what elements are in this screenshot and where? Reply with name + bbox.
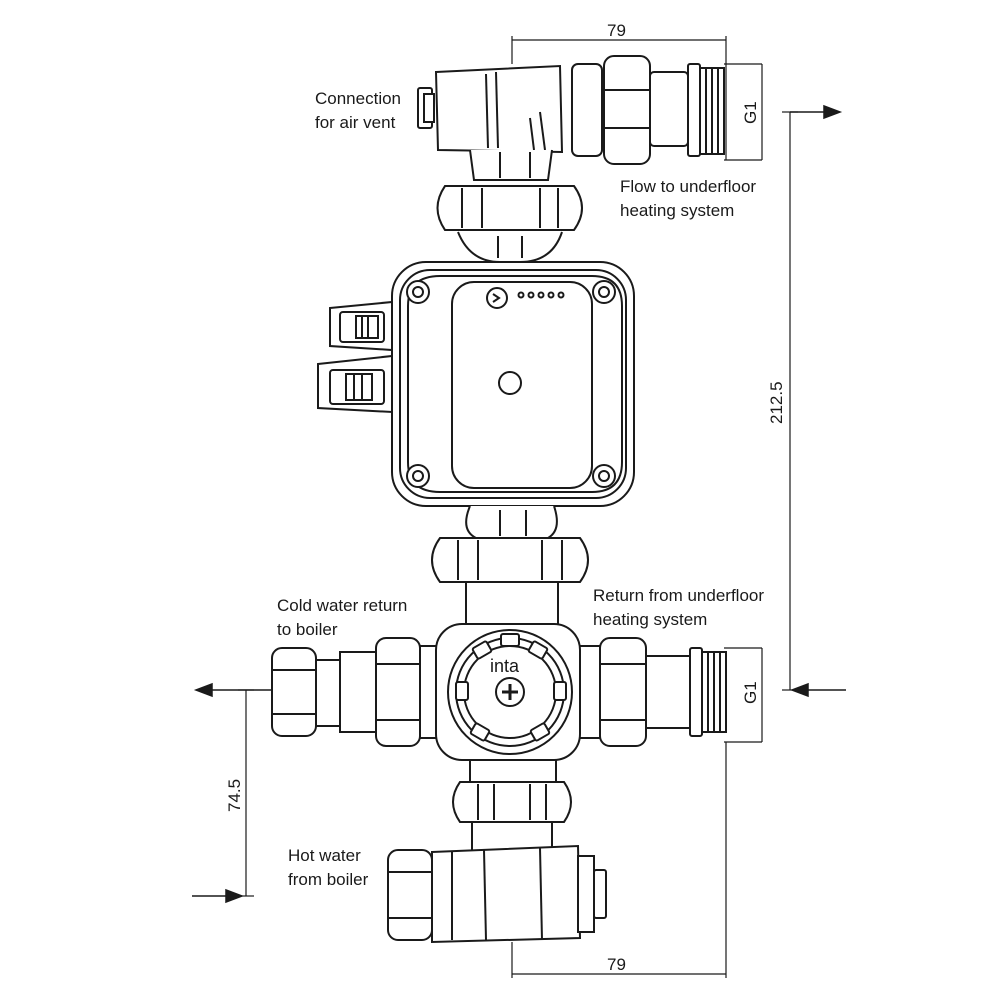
dim-vertical-span: 212.5 (767, 381, 786, 424)
hot-water-inlet-assembly (387, 844, 607, 944)
mixing-valve (271, 623, 727, 783)
power-connectors (317, 300, 393, 414)
label-return-ufh-line1: Return from underfloor (593, 586, 764, 605)
dimension-lines (238, 36, 798, 978)
label-air-vent-line1: Connection (315, 89, 401, 108)
label-cold-return-line2: to boiler (277, 620, 338, 639)
top-flow-assembly (417, 55, 725, 181)
dim-top-width: 79 (607, 21, 626, 40)
flow-arrows (192, 104, 846, 904)
dim-thread-top: G1 (741, 101, 760, 124)
brand-logo-text: inta (490, 656, 520, 676)
label-return-ufh-line2: heating system (593, 610, 707, 629)
label-cold-return-line1: Cold water return (277, 596, 407, 615)
bottom-union-nut (452, 781, 572, 853)
label-hot-water-line2: from boiler (288, 870, 369, 889)
label-flow-ufh-line1: Flow to underfloor (620, 177, 756, 196)
lower-union-nut (431, 505, 589, 631)
label-flow-ufh-line2: heating system (620, 201, 734, 220)
label-hot-water-line1: Hot water (288, 846, 361, 865)
circulator-pump (391, 261, 635, 507)
label-air-vent-line2: for air vent (315, 113, 396, 132)
dim-left-span: 74.5 (225, 779, 244, 812)
dim-thread-mid: G1 (741, 681, 760, 704)
dim-bottom-width: 79 (607, 955, 626, 974)
callout-labels: Connection for air vent Flow to underflo… (225, 21, 786, 974)
upper-union-nut (436, 185, 583, 263)
